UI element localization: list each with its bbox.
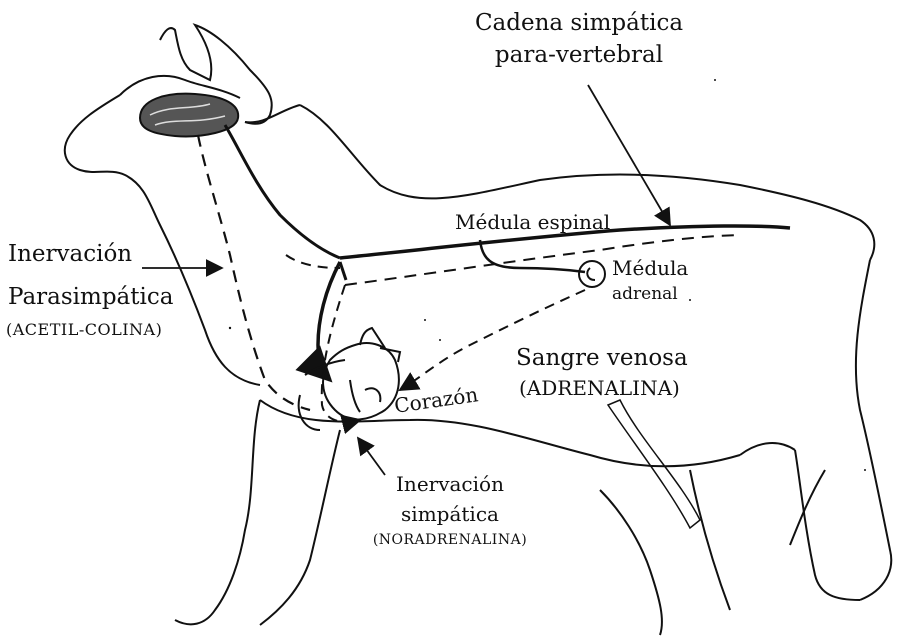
label-inervacion-para-line2: Parasimpática xyxy=(8,286,173,309)
label-inervacion-para-line1: Inervación xyxy=(8,243,132,266)
pointer-cadena xyxy=(588,85,670,225)
label-inervacion-simp-line2: simpática xyxy=(370,504,530,524)
speckle-dots xyxy=(229,79,866,471)
label-medula-adrenal-line1: Médula xyxy=(612,258,688,278)
adrenal-branch xyxy=(480,240,585,272)
label-sangre-line2: (ADRENALINA) xyxy=(519,378,680,398)
label-inervacion-simp-line3: (NORADRENALINA) xyxy=(345,533,555,547)
sympathetic-nerve-descending xyxy=(225,125,340,258)
label-medula-adrenal-line2: adrenal xyxy=(612,286,678,303)
label-cadena-line1: Cadena simpática xyxy=(474,12,684,35)
label-sangre-line1: Sangre venosa xyxy=(516,347,688,370)
brain-icon xyxy=(140,94,238,137)
label-inervacion-para-line3: (ACETIL-COLINA) xyxy=(6,322,162,338)
label-cadena-line2: para-vertebral xyxy=(474,44,684,67)
pointer-simpatica xyxy=(358,438,385,475)
adrenal-medulla-icon xyxy=(579,261,605,287)
pointer-sangre xyxy=(608,400,700,528)
label-medula-espinal: Médula espinal xyxy=(455,212,610,232)
sympathetic-loop-dashed xyxy=(286,255,360,422)
label-inervacion-simp-line1: Inervación xyxy=(370,474,530,494)
venous-blood-dashed xyxy=(400,290,585,390)
